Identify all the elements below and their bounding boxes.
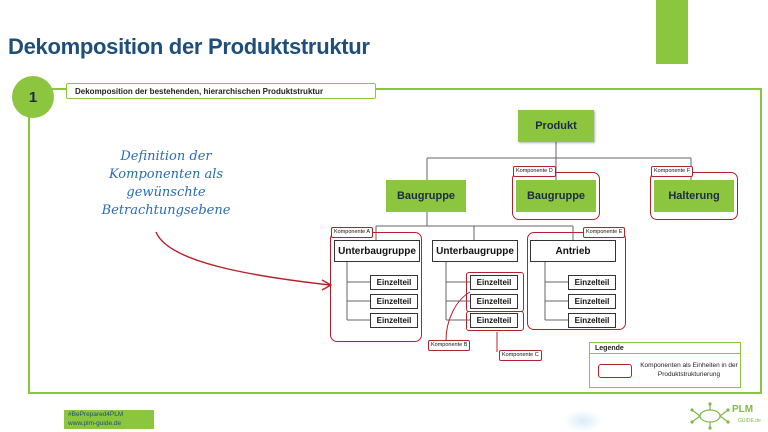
- node-antrieb: Antrieb: [530, 240, 616, 262]
- accent-tab: [656, 0, 688, 64]
- component-d-tag: Komponente D: [513, 166, 556, 177]
- node-einzelteil: Einzelteil: [370, 275, 418, 290]
- annotation-line-4: Betrachtungsebene: [101, 203, 231, 218]
- node-produkt: Produkt: [518, 110, 594, 142]
- component-f-tag: Komponente F: [651, 166, 694, 177]
- page-title: Dekomposition der Produktstruktur: [8, 34, 370, 59]
- node-unterbaugruppe-2: Unterbaugruppe: [432, 240, 518, 262]
- legend: Legende Komponenten als Einheiten in der…: [589, 342, 741, 388]
- component-a-outline: [330, 232, 422, 342]
- node-einzelteil: Einzelteil: [370, 294, 418, 309]
- node-einzelteil: Einzelteil: [568, 313, 616, 328]
- node-einzelteil: Einzelteil: [568, 294, 616, 309]
- component-b-tag: Komponente B: [428, 340, 471, 351]
- component-d-outline: [512, 172, 600, 220]
- node-halterung: Halterung: [654, 180, 734, 212]
- node-einzelteil: Einzelteil: [568, 275, 616, 290]
- footer-tag: #BePrepared4PLM www.plm-guide.de: [64, 410, 154, 429]
- legend-title: Legende: [590, 343, 740, 354]
- handwritten-annotation: Definition der Komponenten als gewünscht…: [70, 148, 262, 220]
- component-c-outline: [466, 311, 524, 331]
- node-baugruppe-2: Baugruppe: [516, 180, 596, 212]
- annotation-line-3: gewünschte: [126, 185, 206, 200]
- component-c-tag: Komponente C: [499, 350, 542, 361]
- node-einzelteil: Einzelteil: [370, 313, 418, 328]
- node-einzelteil: Einzelteil: [470, 313, 518, 328]
- component-e-outline: [527, 232, 626, 330]
- section-frame: [28, 88, 762, 394]
- node-einzelteil: Einzelteil: [470, 294, 518, 309]
- component-a-tag: Komponente A: [331, 227, 374, 238]
- decorative-blob: [564, 410, 602, 432]
- footer-hashtag: #BePrepared4PLM: [68, 411, 124, 418]
- annotation-line-2: Komponenten als: [108, 167, 224, 182]
- node-unterbaugruppe-1: Unterbaugruppe: [334, 240, 420, 262]
- node-einzelteil: Einzelteil: [470, 275, 518, 290]
- node-baugruppe-1: Baugruppe: [386, 180, 466, 212]
- logo-name: PLM: [732, 404, 754, 415]
- component-e-tag: Komponente E: [583, 227, 626, 238]
- legend-text: Komponenten als Einheiten in der Produkt…: [640, 362, 738, 378]
- annotation-line-1: Definition der: [120, 149, 212, 164]
- footer-url: www.plm-guide.de: [68, 419, 122, 427]
- component-f-outline: [650, 172, 738, 220]
- section-number-badge: 1: [12, 76, 54, 118]
- logo-subtitle: GUIDE.de: [738, 418, 761, 424]
- legend-swatch: [598, 364, 632, 378]
- plm-logo-icon: [690, 402, 730, 430]
- section-label: Dekomposition der bestehenden, hierarchi…: [66, 83, 376, 99]
